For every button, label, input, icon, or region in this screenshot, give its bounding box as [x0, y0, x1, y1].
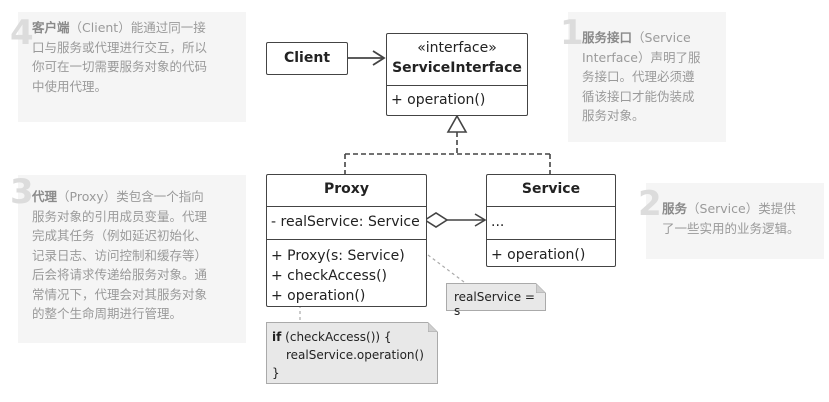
note-line: 务接口。代理必须遵 [582, 69, 695, 84]
note-line: Interface）声明了服 [582, 49, 701, 65]
memo-fold-icon [536, 283, 546, 293]
class-field: ... [491, 214, 505, 230]
memo-constructor: realService = s [446, 283, 546, 318]
memo-code-line: } [272, 366, 280, 380]
note-number: 4 [10, 13, 34, 53]
memo-operation: if (checkAccess()) { realService.operati… [266, 322, 438, 384]
note-proxy: 3 代理（Proxy）类包含一个指向 服务对象的引用成员变量。代理 完成其任务（… [10, 175, 246, 343]
realization-triangle [446, 114, 468, 133]
aggregation-diamond [423, 212, 449, 228]
memo-code-line: realService.operation() [286, 348, 424, 362]
note-line: 后会将请求传递给服务对象。通 [32, 267, 208, 282]
aggregation-connector [423, 212, 487, 228]
note-line: 记录日志、访问控制和缓存等） [32, 247, 208, 263]
class-name: ServiceInterface [392, 60, 522, 76]
note-line: 服务对象的引用成员变量。代理 [32, 208, 208, 224]
note-line: 服务对象。 [582, 108, 645, 123]
note-line: 客户端（Client）能通过同一接 [32, 20, 206, 35]
note-line: 了一些实用的业务逻辑。 [662, 220, 800, 236]
note-service-interface: 1 服务接口（Service Interface）声明了服 务接口。代理必须遵 … [560, 12, 726, 142]
class-name: Proxy [324, 181, 369, 197]
note-client: 4 客户端（Client）能通过同一接 口与服务或代理进行交互，所以 你可在一切… [10, 12, 246, 122]
aggregation-arrow-head [474, 213, 487, 227]
note-line: 循该接口才能伪装成 [582, 88, 695, 104]
note-line: 服务接口（Service [582, 30, 691, 45]
memo-fold-icon [428, 322, 438, 332]
note-line: 常情况下，代理会对其服务对象 [32, 286, 208, 302]
note-line: 完成其任务（例如延迟初始化、 [32, 228, 208, 243]
class-proxy[interactable]: Proxy - realService: Service + Proxy(s: … [266, 174, 427, 307]
note-number: 1 [560, 13, 584, 53]
client-arrow-head [372, 50, 386, 66]
note-line: 你可在一切需要服务对象的代码 [32, 59, 208, 74]
class-client[interactable]: Client [266, 42, 348, 75]
class-field: - realService: Service [271, 214, 420, 230]
note-line: 服务（Service）类提供 [662, 201, 796, 216]
note-line: 口与服务或代理进行交互，所以 [32, 39, 208, 55]
class-service[interactable]: Service ... + operation() [486, 174, 616, 267]
note-number: 2 [638, 184, 662, 224]
note-line: 代理（Proxy）类包含一个指向 [32, 189, 204, 204]
note-number: 3 [10, 172, 34, 212]
note-line: 的整个生命周期进行管理。 [32, 306, 183, 321]
memo-tether-constructor [427, 254, 469, 286]
class-stereotype: «interface» [417, 40, 497, 56]
class-method: + operation() [491, 247, 586, 263]
class-method: + operation() [271, 288, 366, 304]
class-method: + operation() [391, 92, 486, 108]
memo-code-line: if (checkAccess()) { [272, 330, 392, 344]
note-line: 中使用代理。 [32, 78, 108, 94]
realization-connector [344, 114, 551, 174]
class-method: + Proxy(s: Service) [271, 248, 405, 264]
class-method: + checkAccess() [271, 268, 388, 284]
class-service-interface[interactable]: «interface» ServiceInterface + operation… [386, 33, 528, 116]
class-name: Service [521, 181, 581, 197]
class-name: Client [283, 50, 331, 66]
note-service: 2 服务（Service）类提供 了一些实用的业务逻辑。 [638, 183, 824, 259]
